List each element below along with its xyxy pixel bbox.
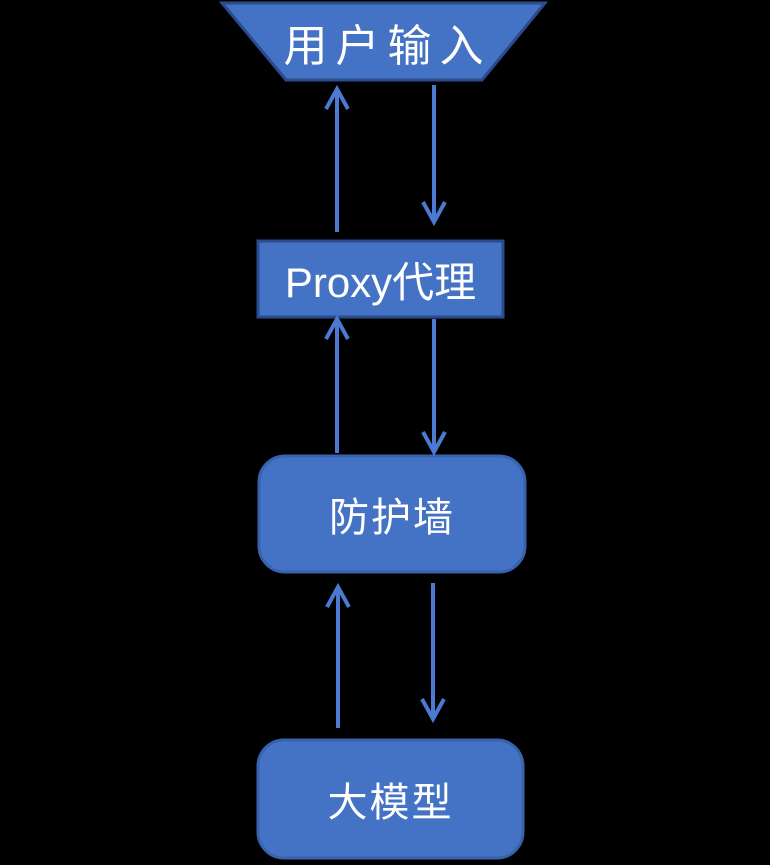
proxy-shape: [256, 239, 505, 319]
arrow-proxy-to-user-input: [324, 84, 350, 232]
user-input-shape: [218, 1, 549, 82]
arrow-llm-to-firewall: [325, 582, 351, 728]
llm-shape: [256, 738, 525, 860]
arrow-user-input-to-proxy: [421, 85, 447, 227]
arrow-firewall-to-proxy: [324, 314, 350, 453]
arrow-proxy-to-firewall: [421, 319, 447, 457]
arrow-firewall-to-llm: [420, 583, 446, 724]
firewall-shape: [257, 454, 527, 574]
